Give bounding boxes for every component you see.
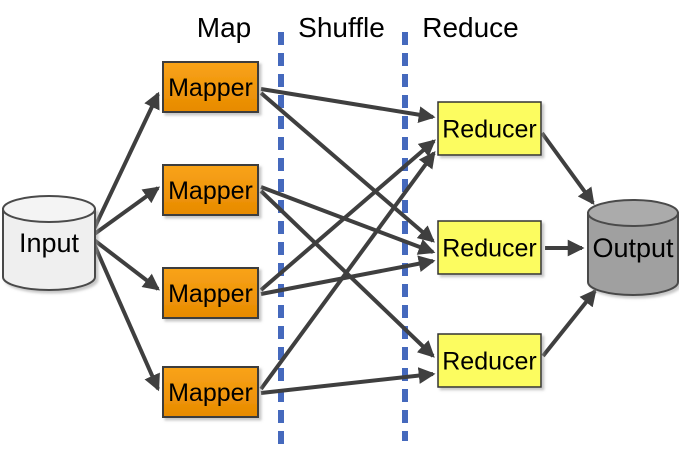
input-cylinder-label: Input: [19, 228, 80, 258]
shuffle-arrow-5: [259, 139, 436, 292]
reducer-label-1: Reducer: [442, 116, 537, 144]
input-cylinder-top: [2, 195, 96, 223]
reducer-box-1: [437, 101, 542, 156]
shuffle-arrow-1: [260, 87, 436, 123]
shuffle-arrow-2: [259, 91, 435, 243]
reducer-box-2: [437, 220, 542, 275]
input-to-mapper-arrow-2: [91, 186, 161, 237]
phase-label-shuffle: Shuffle: [298, 12, 385, 43]
output-cylinder-top: [587, 199, 679, 227]
mapper-label-1: Mapper: [168, 74, 253, 102]
mapper-box-3: [162, 267, 259, 319]
shuffle-arrow-8: [260, 367, 436, 395]
mapper-label-3: Mapper: [168, 280, 253, 308]
flow-arrows: [91, 87, 597, 395]
mapper-box-2: [162, 164, 259, 216]
reducer-label-3: Reducer: [442, 348, 537, 376]
mapper-box-4: [162, 366, 259, 418]
reducer-to-output-arrow-1: [540, 131, 595, 206]
mapper-label-2: Mapper: [168, 177, 253, 205]
shuffle-arrow-6: [260, 255, 436, 296]
input-cylinder-body: [2, 208, 96, 291]
reducer-to-output-arrow-3: [541, 289, 597, 358]
node-labels: MapperMapperMapperMapperReducerReducerRe…: [168, 74, 537, 407]
input-to-mapper-arrow-4: [92, 243, 160, 392]
phase-dividers: [278, 32, 408, 448]
reducer-box-3: [437, 333, 542, 388]
input-to-mapper-arrow-3: [92, 238, 161, 291]
reducer-label-2: Reducer: [442, 235, 537, 263]
output-cylinder-label: Output: [592, 233, 674, 263]
shuffle-arrow-7: [259, 150, 436, 391]
mapper-box-1: [162, 61, 259, 113]
nodes: [2, 61, 679, 418]
output-cylinder-body: [587, 212, 679, 296]
phase-label-reduce: Reduce: [422, 12, 519, 43]
input-to-mapper-arrow-1: [91, 91, 160, 232]
mapper-label-4: Mapper: [168, 379, 253, 407]
shuffle-arrow-3: [260, 185, 436, 255]
phase-label-map: Map: [197, 12, 251, 43]
